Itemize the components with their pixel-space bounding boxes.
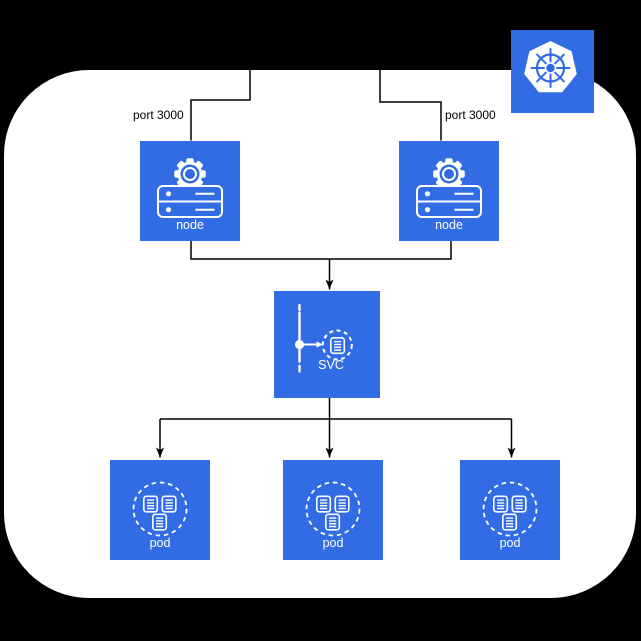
pod-containers-icon [482, 481, 538, 537]
port-label-right: port 3000 [445, 108, 496, 122]
port-label-left: port 3000 [133, 108, 184, 122]
gear-server-icon [416, 158, 482, 218]
node-box-left: node [140, 141, 240, 241]
node-label: node [176, 218, 204, 232]
gear-server-icon [157, 158, 223, 218]
pod-containers-icon [305, 481, 361, 537]
pod-box-middle: pod [283, 460, 383, 560]
kubernetes-logo [511, 30, 594, 113]
pod-box-right: pod [460, 460, 560, 560]
kubernetes-wheel-icon [524, 41, 577, 93]
pod-label: pod [149, 536, 171, 550]
pod-box-left: pod [110, 460, 210, 560]
svc-box: SVC [274, 291, 380, 398]
pod-label: pod [322, 536, 344, 550]
svc-label: SVC [318, 358, 344, 372]
service-icon [294, 303, 353, 373]
pod-containers-icon [132, 481, 188, 537]
node-label: node [435, 218, 463, 232]
pod-label: pod [499, 536, 521, 550]
node-box-right: node [399, 141, 499, 241]
